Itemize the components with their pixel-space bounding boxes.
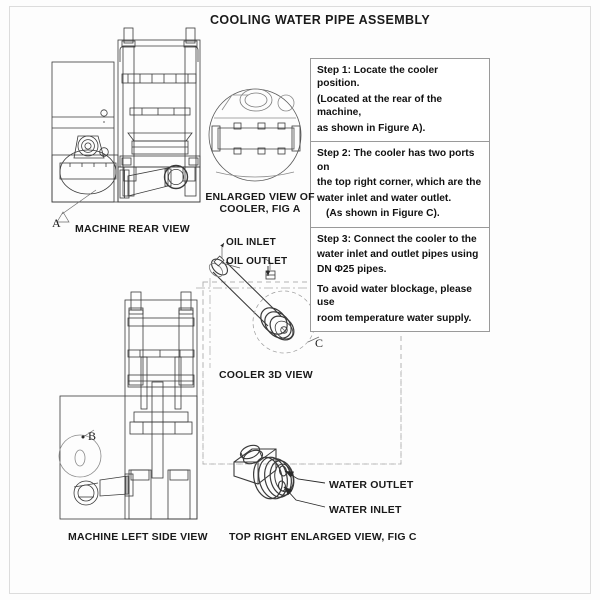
- label-top-right-enlarged-view-fig-c: TOP RIGHT ENLARGED VIEW, FIG C: [229, 531, 417, 543]
- step-3-line-2: water inlet and outlet pipes using: [317, 248, 479, 260]
- cooler-3d-view-drawing: [196, 242, 404, 465]
- step-2-line-2: the top right corner, which are the: [317, 177, 482, 189]
- top-right-enlarged-fig-c-drawing: [233, 444, 326, 508]
- step-3-line-1: Step 3: Connect the cooler to the: [317, 233, 477, 245]
- step-3-cell: Step 3: Connect the cooler to the water …: [311, 228, 489, 332]
- label-machine-left-side-view: MACHINE LEFT SIDE VIEW: [68, 531, 208, 543]
- step-2-cell: Step 2: The cooler has two ports on the …: [311, 142, 489, 228]
- step-2-note: (As shown in Figure C).: [326, 208, 440, 220]
- callout-marker-b: B: [88, 429, 97, 443]
- label-oil-outlet: OIL OUTLET: [226, 256, 288, 267]
- step-3-line-3: DN Φ25 pipes.: [317, 264, 387, 276]
- instruction-steps-panel: Step 1: Locate the cooler position. (Loc…: [310, 58, 490, 333]
- callout-marker-a: A: [52, 216, 61, 230]
- step-2-line-1: Step 2: The cooler has two ports on: [317, 148, 475, 173]
- step-3-note-line-2: room temperature water supply.: [317, 312, 472, 324]
- step-1-line-2: (Located at the rear of the machine,: [317, 93, 443, 119]
- cooler-end-cap: [260, 307, 295, 341]
- step-3-note-line-1: To avoid water blockage, please use: [317, 283, 472, 309]
- step-1-line-3: as shown in Figure A).: [317, 122, 426, 134]
- step-1-cell: Step 1: Locate the cooler position. (Loc…: [311, 59, 489, 143]
- step-1-line-1: Step 1: Locate the cooler position.: [317, 65, 439, 90]
- label-machine-rear-view: MACHINE REAR VIEW: [75, 223, 190, 235]
- step-2-line-3: water inlet and water outlet.: [317, 192, 452, 204]
- page-title: COOLING WATER PIPE ASSEMBLY: [210, 13, 431, 27]
- label-oil-inlet: OIL INLET: [226, 237, 276, 248]
- label-cooler-3d-view: COOLER 3D VIEW: [219, 369, 313, 381]
- machine-left-side-view-drawing: [58, 291, 198, 520]
- label-water-inlet: WATER INLET: [329, 504, 402, 516]
- cooler-part-rear-view: [119, 164, 189, 199]
- label-enlarged-view-cooler-fig-a: ENLARGED VIEW OF COOLER, FIG A: [205, 191, 315, 216]
- enlarged-cooler-fig-a-drawing: [208, 88, 302, 182]
- machine-rear-view-drawing: [51, 27, 201, 223]
- callout-marker-c: C: [315, 336, 324, 350]
- label-water-outlet: WATER OUTLET: [329, 479, 414, 491]
